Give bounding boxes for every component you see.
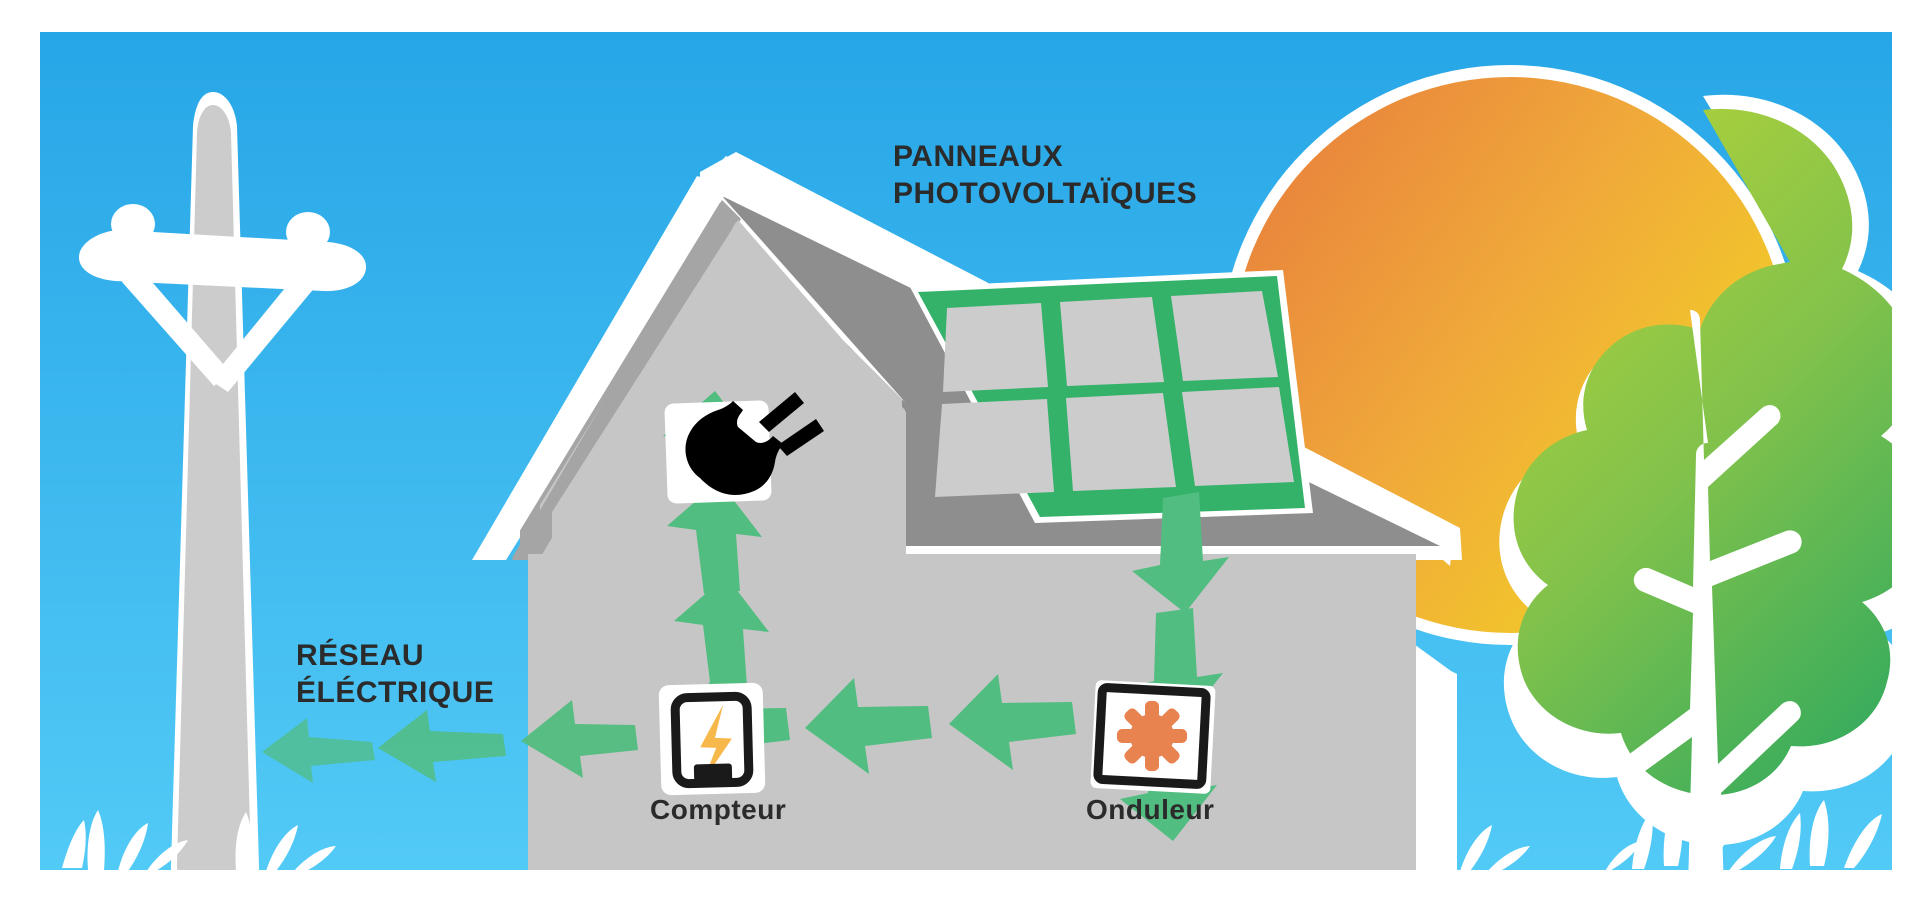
label-inverter: Onduleur xyxy=(1086,794,1215,825)
label-electrical-grid: RÉSEAU ÉLÉCTRIQUE xyxy=(296,639,495,709)
meter-card xyxy=(658,682,766,796)
inverter-card xyxy=(1090,680,1216,794)
tree-icon xyxy=(1499,94,1892,920)
grass-tufts xyxy=(40,798,1892,920)
gear-sun-icon xyxy=(1117,701,1187,771)
arrow-meter-to-grid xyxy=(262,700,638,783)
plug-icon xyxy=(685,392,824,495)
house-outlet-card xyxy=(664,392,824,504)
label-meter: Compteur xyxy=(650,794,787,825)
label-photovoltaic-panels: PANNEAUX PHOTOVOLTAÏQUES xyxy=(893,140,1198,210)
utility-pole-icon xyxy=(78,92,367,894)
solar-panel-icon xyxy=(910,270,1313,523)
scene-contents xyxy=(40,32,1892,920)
